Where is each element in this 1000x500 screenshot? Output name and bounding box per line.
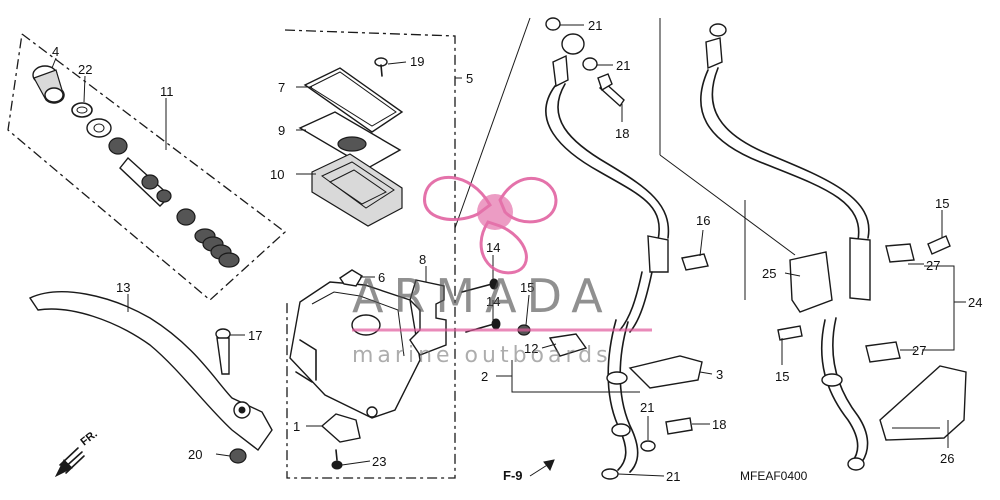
- brake-hose-front-right: [699, 23, 967, 471]
- part-label: 26: [940, 451, 954, 466]
- part-label: 3: [716, 367, 723, 382]
- part-label: 1: [293, 419, 300, 434]
- part-label: 24: [968, 295, 982, 310]
- section-frames: [7, 17, 796, 479]
- switch-clip: [339, 269, 363, 287]
- holder-bolts: [461, 278, 501, 333]
- cup-part: [108, 137, 128, 155]
- brake-lever: [28, 291, 273, 452]
- part-label: 18: [615, 126, 629, 141]
- part-label: 17: [248, 328, 262, 343]
- section-reference: F-9: [503, 468, 523, 483]
- part-label: 15: [520, 280, 534, 295]
- part-label: 27: [926, 258, 940, 273]
- reservoir-cover-parts: [298, 57, 404, 227]
- part-label: 6: [378, 270, 385, 285]
- part-label: 21: [640, 400, 654, 415]
- pivot-nut: [229, 448, 247, 464]
- part-label: 2: [481, 369, 488, 384]
- part-label: 9: [278, 123, 285, 138]
- part-label: 8: [419, 252, 426, 267]
- part-label: 25: [762, 266, 776, 281]
- watermark-brand: ARMADA: [352, 269, 613, 323]
- cap-screw: [374, 57, 388, 77]
- part-label: 15: [935, 196, 949, 211]
- brake-hose-front-left: [517, 17, 709, 480]
- part-label: 7: [278, 80, 285, 95]
- part-label: 27: [912, 343, 926, 358]
- washer-part: [86, 118, 112, 138]
- watermark: ARMADA marine outboards: [352, 175, 652, 368]
- piston-part: [119, 156, 172, 207]
- part-label: 4: [52, 44, 59, 59]
- switch-screw: [331, 449, 343, 470]
- holder-part: [409, 279, 447, 356]
- part-label: 22: [78, 62, 92, 77]
- propeller-logo: [423, 175, 558, 275]
- part-label: 21: [616, 58, 630, 73]
- part-label: 10: [270, 167, 284, 182]
- spring-part: [194, 228, 240, 268]
- part-label: 16: [696, 213, 710, 228]
- master-cylinder-kit: [32, 65, 240, 268]
- part-label: 14: [486, 240, 500, 255]
- part-label: 19: [410, 54, 424, 69]
- part-label: 15: [775, 369, 789, 384]
- part-label: 21: [588, 18, 602, 33]
- part-label: 13: [116, 280, 130, 295]
- pivot-bolt: [215, 328, 231, 375]
- diaphragm: [311, 153, 403, 227]
- part-label: 20: [188, 447, 202, 462]
- watermark-tagline: marine outboards: [352, 343, 612, 368]
- diagram-code: MFEAF0400: [740, 469, 808, 483]
- part-label: 5: [466, 71, 473, 86]
- reservoir-cap: [303, 67, 404, 133]
- part-labels: 4 22 11 7 9 10 5 19 6 8 13 17 20 1 23 14…: [52, 18, 982, 484]
- front-direction-arrow: [54, 447, 85, 478]
- part-label: 12: [524, 341, 538, 356]
- seal-part: [176, 208, 196, 226]
- part-label: 23: [372, 454, 386, 469]
- part-label: 14: [486, 294, 500, 309]
- part-label: 11: [160, 84, 174, 99]
- boot-part: [32, 65, 65, 104]
- circlip-part: [71, 102, 93, 118]
- front-direction-label: FR.: [78, 428, 99, 448]
- part-label: 21: [666, 469, 680, 484]
- leader-lines: [51, 24, 966, 477]
- part-label: 18: [712, 417, 726, 432]
- brake-switch: [320, 413, 361, 443]
